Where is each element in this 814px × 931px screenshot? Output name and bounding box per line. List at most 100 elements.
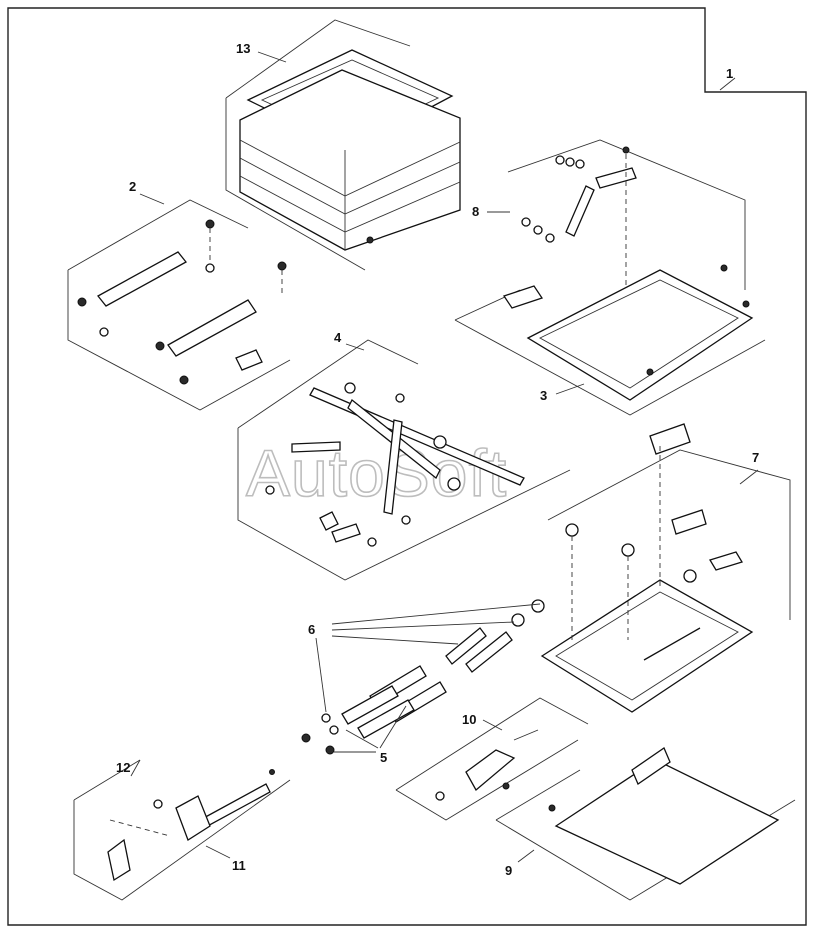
callout-11: 11: [232, 858, 246, 873]
part-12-cap: [153, 799, 163, 809]
part-11-handle: [107, 838, 131, 882]
part-10-lever-group: [395, 697, 589, 821]
part-7-lower-frame-group: [540, 423, 791, 713]
part-3-latch: [502, 285, 544, 309]
part-8-washer-4: [521, 217, 531, 227]
part-10-nut: [435, 791, 445, 801]
callout-7: 7: [752, 450, 759, 465]
part-4-clip-1: [319, 511, 339, 531]
part-4-roller-2: [447, 477, 461, 491]
part-7-pad: [709, 551, 743, 571]
part-3-bolt: [646, 368, 654, 376]
part-4-nut-2: [401, 515, 411, 525]
part-4-nut-1: [265, 485, 275, 495]
part-13-frame-top: [225, 19, 411, 99]
part-4-clip-2: [331, 523, 361, 543]
leader-1: [719, 77, 736, 91]
part-7-arc: [643, 627, 701, 661]
part-5-nut-1: [321, 713, 331, 723]
part-7-bracket: [671, 509, 707, 535]
part-8-washer-6: [545, 233, 555, 243]
part-2-bolt-2: [277, 261, 287, 271]
part-8-gas-spring-group: [507, 139, 746, 300]
part-10-frame-bottom: [395, 739, 579, 821]
part-2-bolt-1: [205, 219, 215, 229]
leader-5-a: [345, 729, 379, 749]
part-6-spring-2: [465, 631, 513, 673]
part-2-slide-rails-group: [67, 199, 291, 411]
part-4-frame-bottom: [237, 428, 571, 581]
part-4-arm-2: [383, 419, 403, 515]
leader-6-a: [331, 603, 541, 625]
part-2-bolt-4: [155, 341, 165, 351]
leader-3: [555, 383, 585, 395]
part-4-roller: [433, 435, 447, 449]
part-7-frame: [547, 449, 791, 620]
part-7-base: [540, 579, 754, 713]
part-7-pivot-tube: [649, 423, 691, 455]
part-6-eye-1: [531, 599, 545, 613]
part-7-bumper-3: [683, 569, 697, 583]
part-13-screw: [366, 236, 374, 244]
part-3-bolt-3: [742, 300, 750, 308]
leader-5-b: [379, 705, 407, 749]
part-3-plate: [526, 269, 754, 401]
part-2-nut-2: [99, 327, 109, 337]
part-4-crossbar: [291, 441, 341, 453]
part-11-pin: [269, 769, 275, 775]
leader-9: [517, 849, 535, 863]
leader-13: [257, 51, 287, 63]
part-2-rail-right: [167, 299, 257, 357]
part-13-bellows-group: [225, 19, 461, 271]
callout-1: 1: [726, 66, 733, 81]
part-9-mount-plate-group: [495, 747, 796, 901]
part-13-frame-left: [225, 98, 366, 271]
watermark-text: AutoSoft: [246, 436, 507, 510]
callout-5: 5: [380, 750, 387, 765]
leader-7: [739, 469, 759, 485]
part-6-spring-1: [445, 627, 487, 665]
callout-2: 2: [129, 179, 136, 194]
callout-10: 10: [462, 712, 476, 727]
part-11-knob: [175, 795, 211, 841]
leader-10: [482, 719, 503, 731]
part-11-shaft: [199, 783, 271, 829]
part-9-plate: [554, 759, 780, 885]
part-12-frame: [73, 759, 141, 801]
callout-3: 3: [540, 388, 547, 403]
leader-12: [130, 759, 141, 777]
part-6-5-springs-group: [301, 599, 545, 755]
part-5-washer-2: [325, 745, 335, 755]
part-2-frame-top: [67, 199, 249, 271]
part-2-rail-left: [97, 251, 187, 307]
part-3-bolt-2: [720, 264, 728, 272]
part-2-frame-bottom: [67, 270, 291, 411]
part-3-base-plate-group: [454, 264, 766, 416]
part-5-damper-1: [341, 685, 399, 725]
leader-6-d: [315, 637, 327, 713]
part-8-washer-2: [565, 157, 575, 167]
part-8-washer-3: [575, 159, 585, 169]
part-5-washer-1: [301, 733, 311, 743]
part-8-washer-1: [555, 155, 565, 165]
part-4-bushing-1: [344, 382, 356, 394]
part-4-frame-top: [237, 339, 419, 429]
part-9-tab: [631, 747, 671, 785]
part-3-frame-bottom: [454, 319, 766, 416]
part-11-12-handle-group: [73, 759, 291, 901]
part-9-frame-top: [495, 769, 581, 821]
callout-4: 4: [334, 330, 342, 345]
part-4-bushing-2: [395, 393, 405, 403]
part-2-handle: [235, 349, 263, 371]
leader-11: [205, 845, 231, 859]
callout-9: 9: [505, 863, 512, 878]
part-11-frame: [73, 779, 291, 901]
part-8-washer-5: [533, 225, 543, 235]
leader-6-b: [331, 621, 515, 631]
leader-4: [345, 343, 365, 351]
part-8-bolt: [622, 146, 630, 154]
part-3-plate-rim: [539, 279, 739, 389]
part-5-nut-2: [329, 725, 339, 735]
